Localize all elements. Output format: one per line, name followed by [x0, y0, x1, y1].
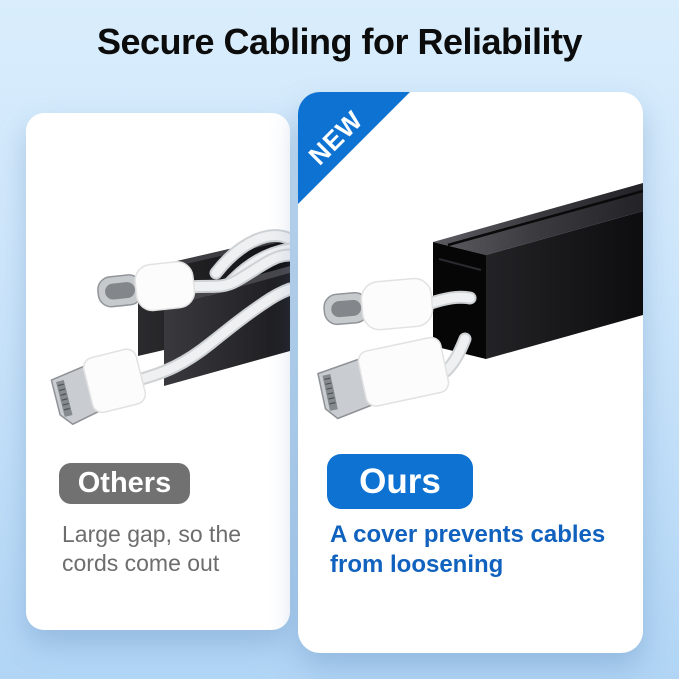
- ours-badge-label: Ours: [359, 461, 441, 501]
- ours-badge: Ours: [327, 454, 473, 509]
- ours-caption: A cover prevents cables from loosening: [330, 521, 606, 578]
- usb-c-cable: [183, 248, 290, 294]
- hdmi-connector: [50, 348, 147, 426]
- others-caption: Large gap, so the cords come out: [62, 521, 242, 576]
- others-badge-label: Others: [77, 467, 172, 499]
- usb-c-cable: [421, 290, 477, 311]
- cover-seam: [447, 189, 643, 247]
- page-title: Secure Cabling for Reliability: [96, 21, 583, 62]
- hdmi-cable: [127, 282, 290, 388]
- others-badge: Others: [59, 463, 190, 504]
- hdmi-cable: [439, 332, 472, 378]
- ours-card: NEW Ours A cover prevents cables from lo…: [298, 92, 643, 653]
- hdmi-connector: [317, 336, 450, 420]
- others-card: Others Large gap, so the cords come out: [26, 113, 290, 630]
- others-raceway-photo: [50, 229, 290, 426]
- usb-c-connector: [323, 277, 434, 331]
- new-ribbon: NEW: [298, 92, 410, 204]
- ours-raceway-photo: [317, 183, 643, 420]
- usb-c-connector: [97, 261, 196, 312]
